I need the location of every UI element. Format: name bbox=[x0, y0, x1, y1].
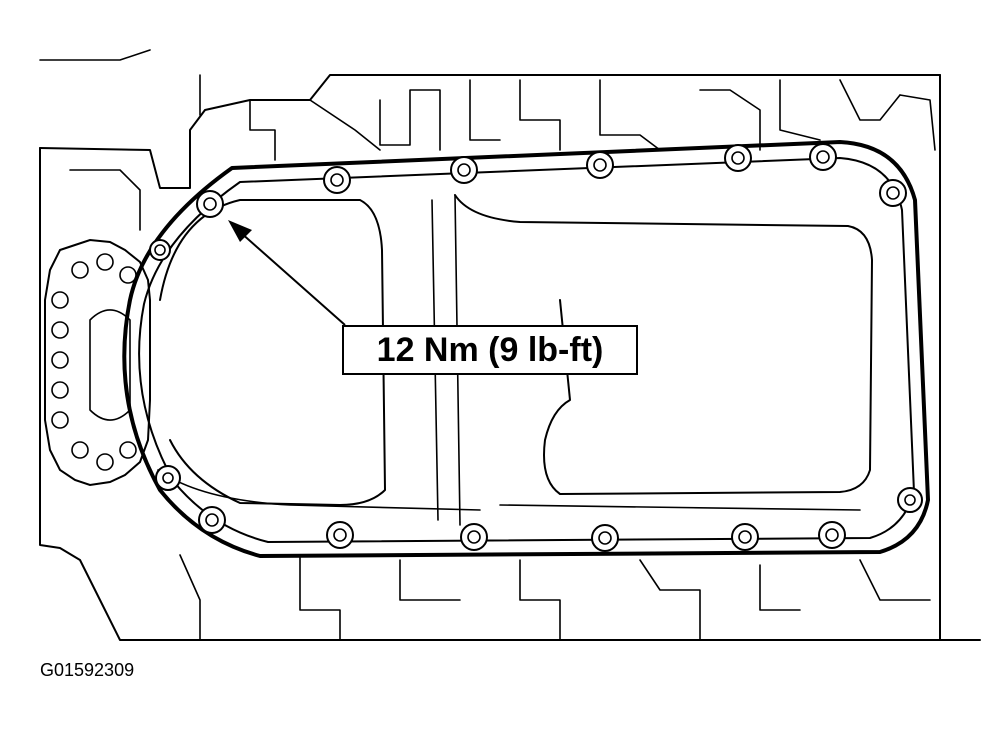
pan-bolt bbox=[879, 179, 907, 207]
torque-callout: 12 Nm (9 lb-ft) bbox=[342, 325, 638, 375]
pan-bolt bbox=[731, 523, 759, 551]
pan-bolt bbox=[198, 506, 226, 534]
pan-bolt bbox=[586, 151, 614, 179]
leader-arrow bbox=[228, 220, 346, 326]
figure-code: G01592309 bbox=[40, 660, 135, 680]
pan-bolt bbox=[450, 156, 478, 184]
pan-bolt bbox=[323, 166, 351, 194]
pan-bolt bbox=[897, 487, 923, 513]
oil-pan bbox=[122, 140, 930, 558]
pan-bolt bbox=[809, 143, 837, 171]
pan-bolt bbox=[460, 523, 488, 551]
engine-block bbox=[39, 49, 981, 641]
pan-bolt bbox=[724, 144, 752, 172]
timing-sprocket bbox=[44, 238, 151, 487]
pan-bolt bbox=[818, 521, 846, 549]
pan-bolts bbox=[149, 143, 923, 552]
pan-bolt bbox=[591, 524, 619, 552]
pan-bolt bbox=[149, 239, 171, 261]
pan-bolt bbox=[326, 521, 354, 549]
pan-bolt bbox=[155, 465, 181, 491]
pan-bolt bbox=[196, 190, 224, 218]
